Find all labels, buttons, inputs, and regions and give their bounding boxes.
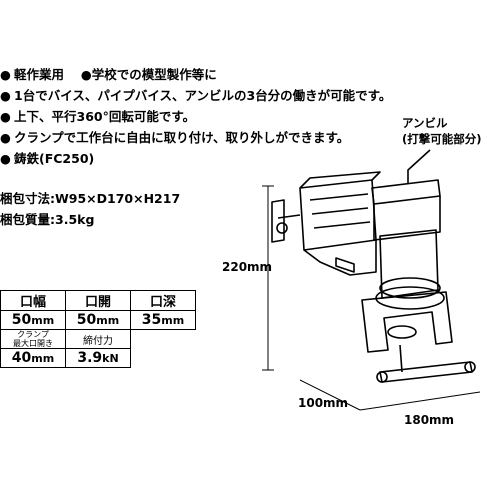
spec-clamp-value-row: 40mm 3.9kN [0,348,196,368]
feature-text: 軽作業用 ●学校での模型製作等に [14,67,217,82]
feature-text: クランプで工作台に自由に取り付け、取り外しができます。 [14,130,350,145]
clamp-handle-knob-left [376,371,388,383]
jaw-lines [309,193,371,229]
feature-list: ●軽作業用 ●学校での模型製作等に ●1台でバイス、パイプバイス、アンビルの3台… [0,64,391,169]
spec-header-jaw-opening: 口開 [65,290,131,311]
spec-value-jaw-depth: 35mm [130,310,196,330]
pipe-jaw [303,240,377,276]
spec-value-jaw-opening: 50mm [65,310,131,330]
screw-shaft [277,214,301,219]
feature-item: ●鋳鉄(FC250) [0,148,391,169]
callout-leader-line [407,149,431,184]
bullet-icon: ● [0,109,11,124]
swivel-ring [379,277,441,299]
packing-size: 梱包寸法:W95×D170×H217 [0,191,181,206]
jaw-body [299,179,377,251]
feature-item: ●1台でバイス、パイプバイス、アンビルの3台分の働きが可能です。 [0,85,391,106]
width-dimension: 180mm [404,413,455,427]
spec-value-jaw-width: 50mm [0,310,66,330]
screw-handle [271,199,285,243]
bullet-icon: ● [0,130,11,145]
callout-line-2: (打撃可能部分) [402,132,482,146]
clamp-screw [399,344,403,373]
depth-dim-line [299,379,361,411]
bullet-icon: ● [0,88,11,103]
anvil-callout: アンビル (打撃可能部分) [402,115,482,147]
depth-dimension: 100mm [298,396,349,410]
width-dim-line [359,391,481,411]
bullet-icon: ● [0,67,11,82]
clamp-handle [379,361,473,383]
spec-clamp-header-row: クランプ最大口開き 締付力 [0,329,196,349]
clamp-bore [387,325,417,339]
swivel-base [379,229,439,299]
feature-text: 1台でバイス、パイプバイス、アンビルの3台分の働きが可能です。 [14,88,392,103]
clamp-body [361,291,453,353]
callout-line-1: アンビル [402,116,448,130]
jaw-top [299,171,381,189]
screw-knob [276,222,288,234]
feature-text: 鋳鉄(FC250) [14,151,95,166]
packing-weight: 梱包質量:3.5kg [0,212,95,227]
feature-item: ●クランプで工作台に自由に取り付け、取り外しができます。 [0,127,391,148]
bullet-icon: ● [0,151,11,166]
anvil-top [371,179,441,205]
packing-info: 梱包寸法:W95×D170×H217 梱包質量:3.5kg [0,188,180,230]
feature-text: 上下、平行360°回転可能です。 [14,109,196,124]
spec-value-row: 50mm 50mm 35mm [0,310,196,330]
feature-item: ●上下、平行360°回転可能です。 [0,106,391,127]
pipe-jaw-tooth [335,257,355,273]
clamp-handle-knob-right [464,361,476,373]
spec-header-jaw-depth: 口深 [130,290,196,311]
feature-item: ●軽作業用 ●学校での模型製作等に [0,64,391,85]
spec-table: 口幅 口開 口深 50mm 50mm 35mm クランプ最大口開き 締付力 40… [0,290,196,368]
spec-header-row: 口幅 口開 口深 [0,290,196,311]
dimension-lines [262,185,481,411]
spec-value-clamp-opening: 40mm [0,348,66,368]
height-dimension: 220mm [222,260,273,274]
spec-value-clamp-force: 3.9kN [65,348,131,368]
